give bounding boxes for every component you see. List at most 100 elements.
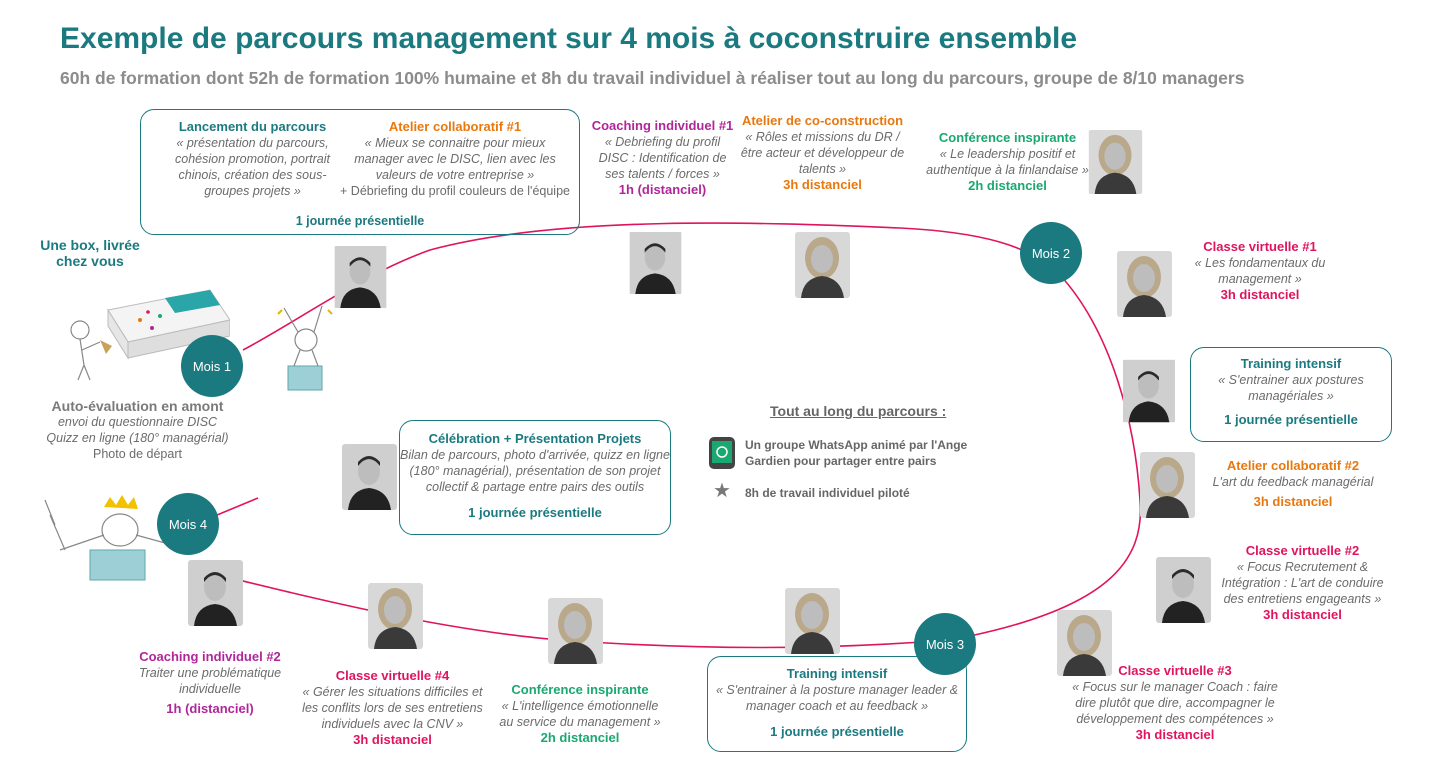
coconstruction-duration: 3h distanciel xyxy=(783,177,862,192)
legend-title: Tout au long du parcours : xyxy=(770,403,947,419)
celebration-desc: Bilan de parcours, photo d'arrivée, quiz… xyxy=(400,448,670,462)
celebration-title: Célébration + Présentation Projets xyxy=(428,431,642,446)
coaching2-title: Coaching individuel #2 xyxy=(139,649,281,664)
milestone-mois-2: Mois 2 xyxy=(1020,222,1082,284)
classe1-block: Classe virtuelle #1 « Les fondamentaux d… xyxy=(1180,239,1340,303)
classe1-desc: « Les fondamentaux du xyxy=(1194,256,1326,270)
celebration-desc: collectif & partage entre pairs des outi… xyxy=(425,480,645,494)
gift-box-illustration xyxy=(70,289,230,381)
atelier1-desc: manager avec le DISC, lien avec les xyxy=(354,152,556,166)
coconstruction-desc: « Rôles et missions du DR / xyxy=(745,130,900,144)
auto-eval-desc: Quizz en ligne (180° managérial) xyxy=(46,431,229,445)
conference1-block: Conférence inspirante « Le leadership po… xyxy=(920,130,1095,194)
conference1-duration: 2h distanciel xyxy=(968,178,1047,193)
training2-box xyxy=(707,656,967,752)
conference1-title: Conférence inspirante xyxy=(938,130,1077,145)
classe4-title: Classe virtuelle #4 xyxy=(335,668,450,683)
trainer-photo xyxy=(1140,452,1195,518)
coaching2-desc: individuelle xyxy=(179,682,241,696)
auto-eval-desc: envoi du questionnaire DISC xyxy=(57,415,218,429)
whatsapp-phone-icon xyxy=(709,437,735,469)
celebration-desc: (180° managérial), présentation de son p… xyxy=(409,464,661,478)
box-kit-title: Une box, livrée xyxy=(40,237,140,253)
training2-duration: 1 journée présentielle xyxy=(770,724,904,739)
conference2-title: Conférence inspirante xyxy=(511,682,649,697)
training1-desc: « S'entrainer aux postures xyxy=(1218,373,1364,387)
coaching1-desc: ses talents / forces » xyxy=(605,167,720,181)
training2-desc: « S'entrainer à la posture manager leade… xyxy=(715,683,959,697)
coaching2-desc: Traiter une problématique xyxy=(138,666,282,680)
trainer-photo xyxy=(342,444,397,510)
trainer-photo xyxy=(628,232,683,294)
conference1-desc: authentique à la finlandaise » xyxy=(926,163,1089,177)
conference2-desc: au service du management » xyxy=(499,715,661,729)
coaching1-title: Coaching individuel #1 xyxy=(591,118,734,133)
atelier1-desc: « Mieux se connaitre pour mieux xyxy=(364,136,546,150)
trainer-photo xyxy=(333,246,388,308)
box-kit-label: Une box, livrée chez vous xyxy=(30,237,150,269)
milestone-mois-4: Mois 4 xyxy=(157,493,219,555)
trainer-photo xyxy=(1057,610,1112,676)
coconstruction-title: Atelier de co-construction xyxy=(741,113,904,128)
atelier1-title: Atelier collaboratif #1 xyxy=(388,119,522,134)
legend-work: 8h de travail individuel piloté xyxy=(745,486,910,500)
classe3-block: Classe virtuelle #3 « Focus sur le manag… xyxy=(1060,663,1290,743)
lancement-desc: « présentation du parcours, xyxy=(176,136,329,150)
trainer-photo xyxy=(1117,251,1172,317)
coaching1-duration: 1h (distanciel) xyxy=(618,182,707,197)
trainer-photo xyxy=(1156,557,1211,623)
coconstruction-desc: être acteur et développeur de xyxy=(740,146,905,160)
classe1-desc: management » xyxy=(1218,272,1302,286)
trainer-photo xyxy=(1088,130,1143,194)
classe2-desc: des entretiens engageants » xyxy=(1223,592,1382,606)
conference1-desc: « Le leadership positif et xyxy=(939,147,1076,161)
classe2-desc: « Focus Recrutement & xyxy=(1236,560,1369,574)
training1-box xyxy=(1190,347,1392,442)
lancement-desc: groupes projets » xyxy=(204,184,301,198)
page-title: Exemple de parcours management sur 4 moi… xyxy=(60,22,1078,55)
training1-duration: 1 journée présentielle xyxy=(1224,412,1358,427)
classe4-desc: « Gérer les situations difficiles et xyxy=(302,685,483,699)
classe3-desc: « Focus sur le manager Coach : faire xyxy=(1072,680,1278,694)
classe1-duration: 3h distanciel xyxy=(1220,287,1300,302)
lancement-title: Lancement du parcours xyxy=(178,119,327,134)
coaching1-block: Coaching individuel #1 « Debriefing du p… xyxy=(585,118,740,198)
page-subtitle: 60h de formation dont 52h de formation 1… xyxy=(60,68,1245,88)
trainer-photo xyxy=(785,588,840,654)
auto-eval-block: Auto-évaluation en amont envoi du questi… xyxy=(30,398,245,462)
classe2-block: Classe virtuelle #2 « Focus Recrutement … xyxy=(1215,543,1390,623)
celebration-duration: 1 journée présentielle xyxy=(468,505,602,520)
training2-title: Training intensif xyxy=(786,666,888,681)
classe1-title: Classe virtuelle #1 xyxy=(1203,239,1317,254)
legend-whatsapp-line: Un groupe WhatsApp animé par l'Ange xyxy=(745,438,968,452)
celebration-block: Célébration + Présentation Projets Bilan… xyxy=(399,431,671,521)
lancement-desc: chinois, création des sous- xyxy=(178,168,327,182)
atelier1-desc: + Débriefing du profil couleurs de l'équ… xyxy=(340,184,570,198)
coconstruction-block: Atelier de co-construction « Rôles et mi… xyxy=(735,113,910,193)
training1-block: Training intensif « S'entrainer aux post… xyxy=(1190,356,1392,428)
trainer-photo xyxy=(795,232,850,298)
trainer-photo xyxy=(1123,358,1175,424)
launch-box xyxy=(140,109,580,235)
jumping-character-illustration xyxy=(277,305,333,391)
trainer-photo xyxy=(368,583,423,649)
auto-eval-desc: Photo de départ xyxy=(93,447,182,461)
lancement-block: Lancement du parcours « présentation du … xyxy=(150,119,355,199)
atelier2-title: Atelier collaboratif #2 xyxy=(1226,458,1360,473)
box-kit-title: chez vous xyxy=(56,253,124,269)
classe2-desc: Intégration : L'art de conduire xyxy=(1221,576,1384,590)
classe3-desc: dire plutôt que dire, accompagner le xyxy=(1075,696,1275,710)
classe3-desc: développement des compétences » xyxy=(1076,712,1274,726)
classe3-title: Classe virtuelle #3 xyxy=(1118,663,1232,678)
auto-eval-title: Auto-évaluation en amont xyxy=(51,398,224,414)
classe4-block: Classe virtuelle #4 « Gérer les situatio… xyxy=(300,668,485,748)
milestone-mois-3: Mois 3 xyxy=(914,613,976,675)
coconstruction-desc: talents » xyxy=(798,162,847,176)
training1-title: Training intensif xyxy=(1240,356,1342,371)
trainer-photo xyxy=(188,560,243,626)
training2-block: Training intensif « S'entrainer à la pos… xyxy=(707,666,967,740)
classe2-title: Classe virtuelle #2 xyxy=(1245,543,1360,558)
classe4-duration: 3h distanciel xyxy=(353,732,432,747)
atelier2-block: Atelier collaboratif #2 L'art du feedbac… xyxy=(1198,458,1388,510)
coaching2-block: Coaching individuel #2 Traiter une probl… xyxy=(130,649,290,717)
